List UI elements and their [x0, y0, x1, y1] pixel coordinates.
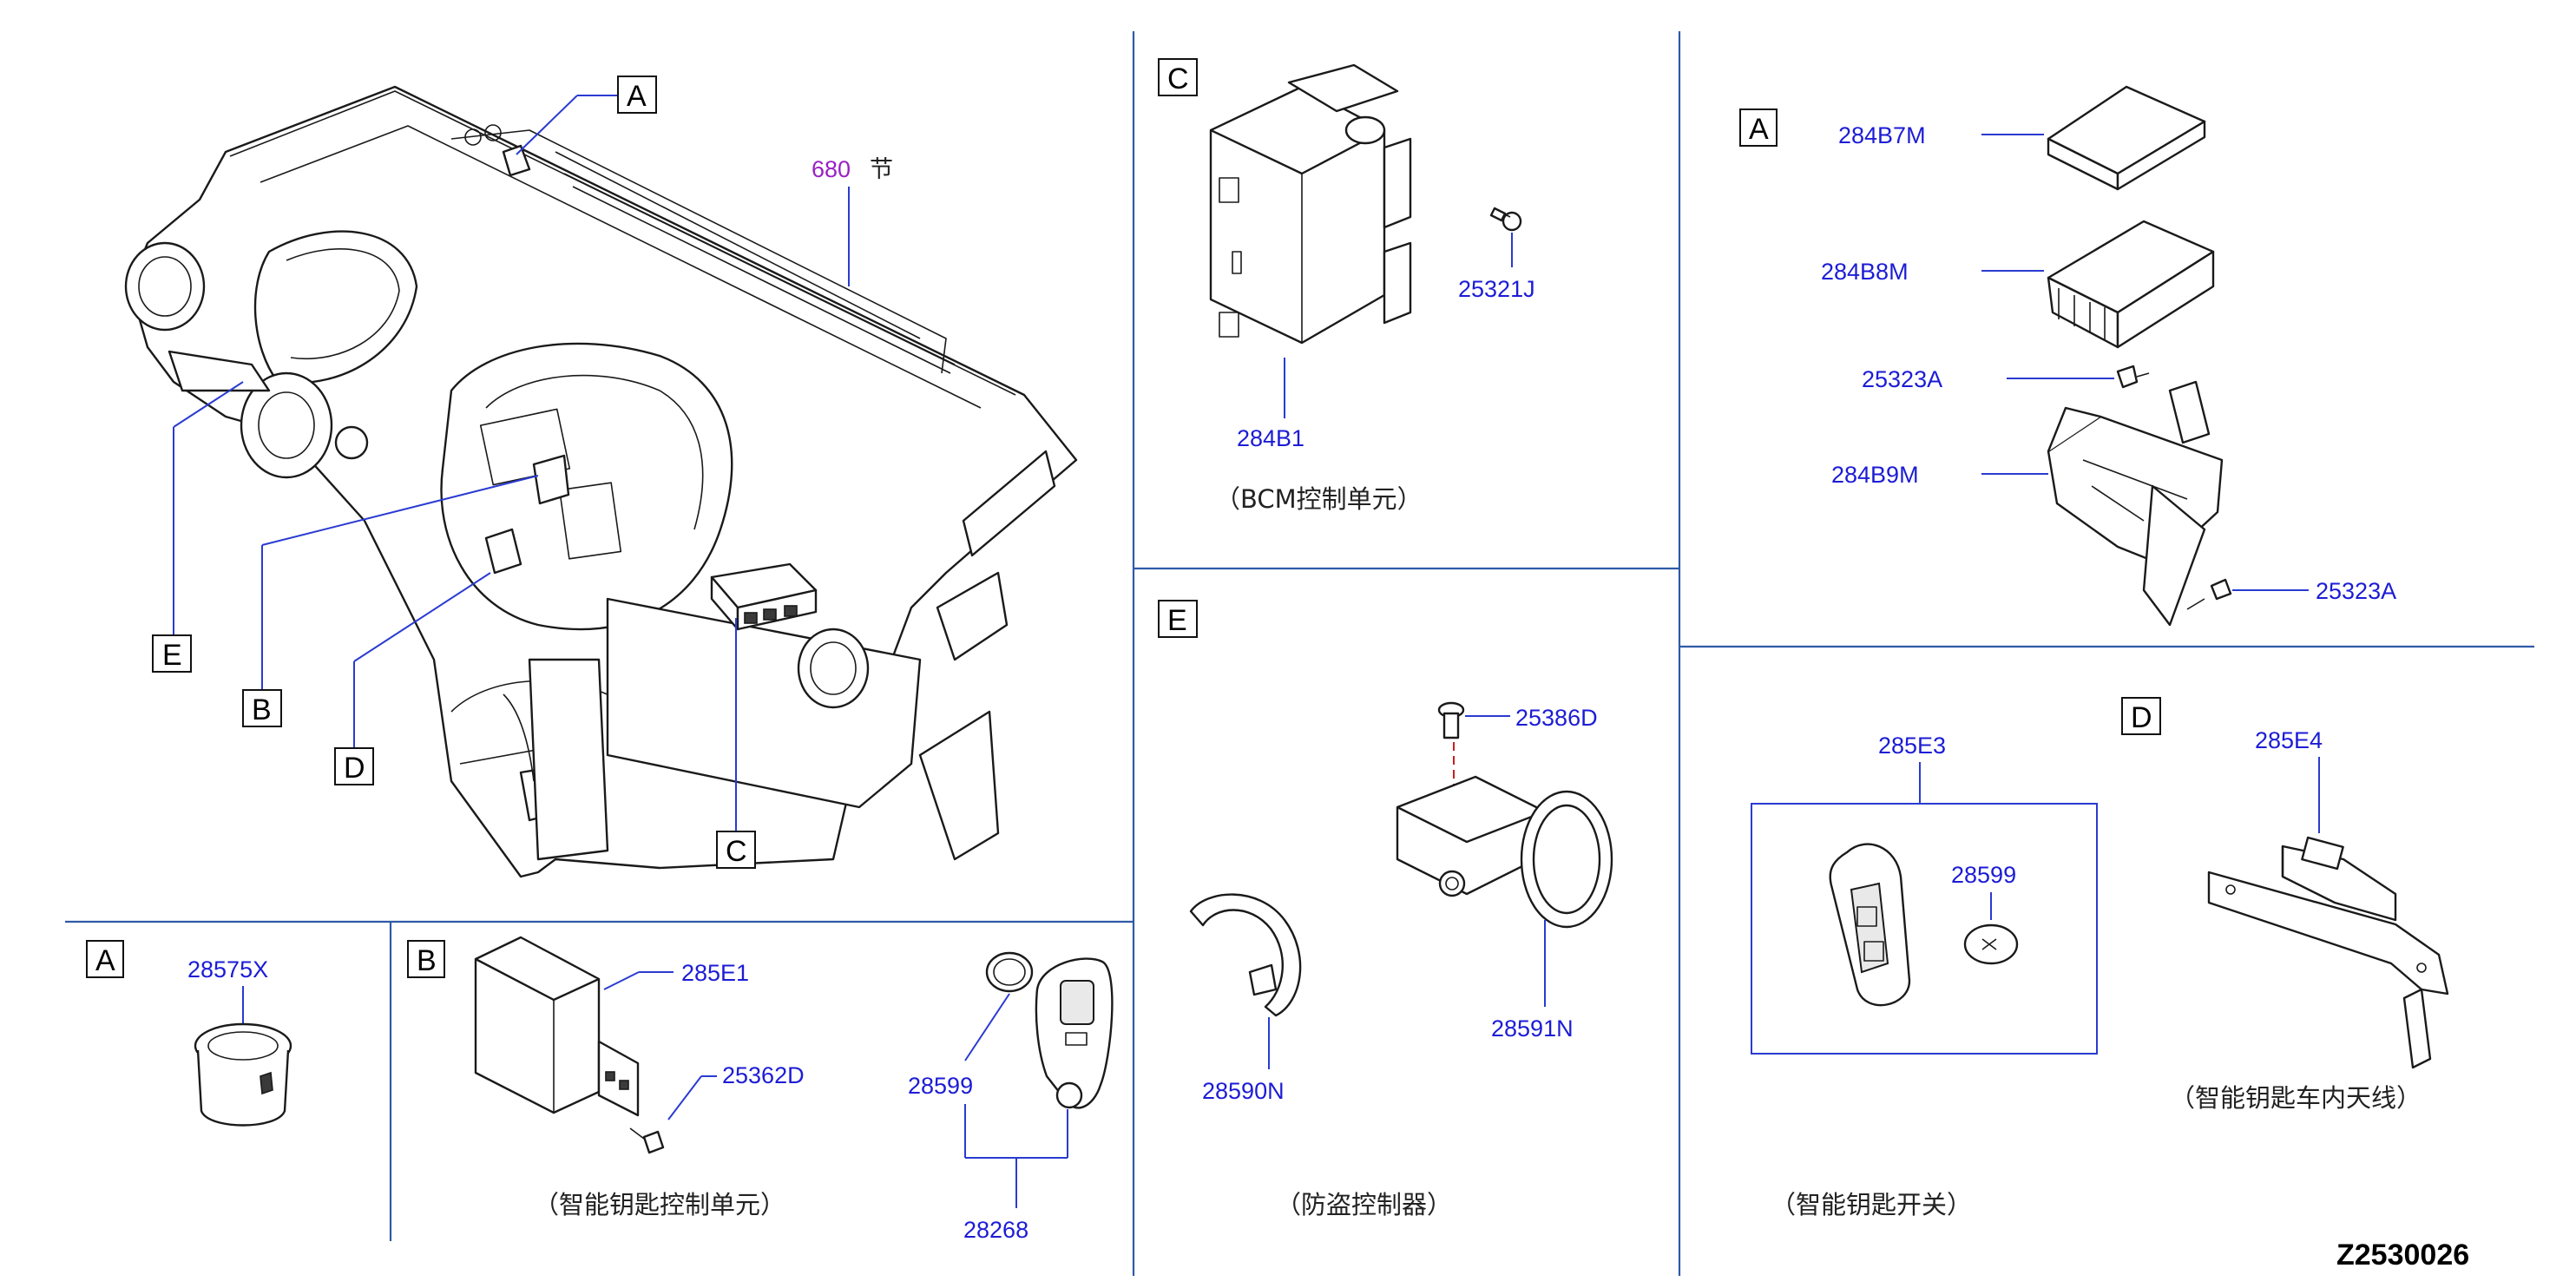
battery-28599-drawing	[985, 951, 1034, 993]
holder-284b8m-drawing	[2047, 220, 2215, 349]
part-284b7m: 284B7M	[1838, 122, 1926, 148]
caption-interior-antenna: （智能钥匙车内天线）	[2170, 1083, 2422, 1113]
callout-d-label: D	[344, 752, 365, 785]
panel-b: B 285E1 25362D （智能钥匙控制单元） 28599	[407, 936, 1114, 1243]
callout-c-box	[716, 831, 756, 869]
interior-antenna-drawing	[2207, 836, 2449, 1069]
panel-e: E 25386D 28591N 28590N （防盗控制器）	[1158, 600, 1613, 1219]
part-25321j: 25321J	[1458, 276, 1535, 302]
part-28599-keyfob: 28599	[1951, 862, 2016, 888]
part-25323a-upper: 25323A	[1862, 366, 1942, 392]
part-285e1: 285E1	[681, 960, 749, 986]
part-285e4: 285E4	[2255, 727, 2323, 753]
part-28268: 28268	[963, 1217, 1028, 1243]
panel-c-box-label: C	[1167, 62, 1189, 95]
part-25323a-lower: 25323A	[2316, 578, 2396, 604]
label-680: 680	[812, 156, 851, 182]
caption-immobilizer: （防盗控制器）	[1276, 1190, 1452, 1219]
bcm-unit-drawing	[1209, 63, 1412, 345]
panel-a-top-box-label: A	[1749, 113, 1769, 146]
panel-a-bottom: A 28575X	[86, 940, 292, 1127]
caption-smart-key-switch: （智能钥匙开关）	[1771, 1190, 1972, 1219]
part-284b8m: 284B8M	[1821, 259, 1909, 285]
callout-b-label: B	[252, 693, 272, 726]
panel-d: D 285E4 （智能钥匙车内天线）	[2121, 697, 2449, 1113]
part-284b9m: 284B9M	[1831, 462, 1919, 488]
bcm-screw-drawing	[1489, 207, 1522, 232]
panel-a-top-box	[1739, 108, 1778, 147]
screw-25386d-drawing	[1437, 701, 1465, 739]
main-callouts: A E B D C 680 节	[152, 76, 893, 869]
screw-25323a-upper-drawing	[2116, 365, 2150, 389]
part-28599-b: 28599	[908, 1073, 973, 1099]
smart-key-drawing	[1829, 843, 1911, 1007]
keyfob-group-frame	[1751, 803, 2098, 1055]
ring-28590n-drawing	[1189, 893, 1302, 1017]
caption-smart-key-ecu: （智能钥匙控制单元）	[534, 1190, 785, 1219]
smart-key-ecu-drawing	[474, 936, 640, 1117]
panel-d-box-label: D	[2131, 701, 2152, 734]
part-28590n: 28590N	[1202, 1078, 1285, 1104]
antenna-28591n-drawing	[1396, 775, 1613, 929]
panel-e-box	[1158, 600, 1198, 638]
panel-a-bottom-box-label: A	[95, 944, 115, 977]
callout-d-box	[334, 747, 374, 785]
panel-c-box	[1158, 58, 1198, 96]
panel-c-bcm: C 284B1 25321J （BCM控制单元）	[1158, 58, 1535, 514]
push-switch-drawing	[194, 1022, 292, 1127]
panel-a-top: A 284B7M 284B8M 25323A	[1739, 85, 2396, 627]
panel-separators	[65, 31, 2534, 1276]
cover-284b7m-drawing	[2047, 85, 2206, 191]
panel-e-box-label: E	[1167, 604, 1187, 637]
dashboard-drawing	[124, 85, 1078, 878]
panel-b-box-label: B	[417, 944, 437, 977]
callout-a-box	[617, 76, 657, 114]
part-28575x: 28575X	[187, 956, 268, 982]
bracket-284b9m-drawing	[2047, 380, 2224, 627]
callout-e-label: E	[162, 639, 182, 672]
part-285e3: 285E3	[1878, 733, 1946, 759]
part-28591n: 28591N	[1491, 1015, 1574, 1042]
callout-a-label: A	[627, 80, 647, 113]
coin-battery-drawing	[1963, 923, 2019, 965]
part-284b1: 284B1	[1237, 425, 1304, 451]
callout-c-label: C	[726, 835, 747, 868]
panel-b-box	[407, 940, 445, 978]
caption-bcm: （BCM控制单元）	[1215, 484, 1423, 514]
screw-25323a-lower-drawing	[2186, 578, 2232, 610]
mechanical-key-drawing	[1035, 957, 1114, 1109]
label-section-jie: 节	[870, 156, 893, 183]
part-25362d: 25362D	[722, 1062, 805, 1088]
callout-e-box	[152, 634, 192, 673]
panel-keyfob: 285E3 28599 （智能钥匙开关）	[1751, 733, 2098, 1219]
drawing-reference-number: Z2530026	[2336, 1239, 2469, 1272]
callout-b-box	[242, 689, 282, 727]
panel-a-bottom-box	[86, 940, 124, 978]
part-25386d: 25386D	[1515, 705, 1598, 731]
panel-d-box	[2121, 697, 2161, 735]
screw-25362d-drawing	[629, 1127, 665, 1154]
